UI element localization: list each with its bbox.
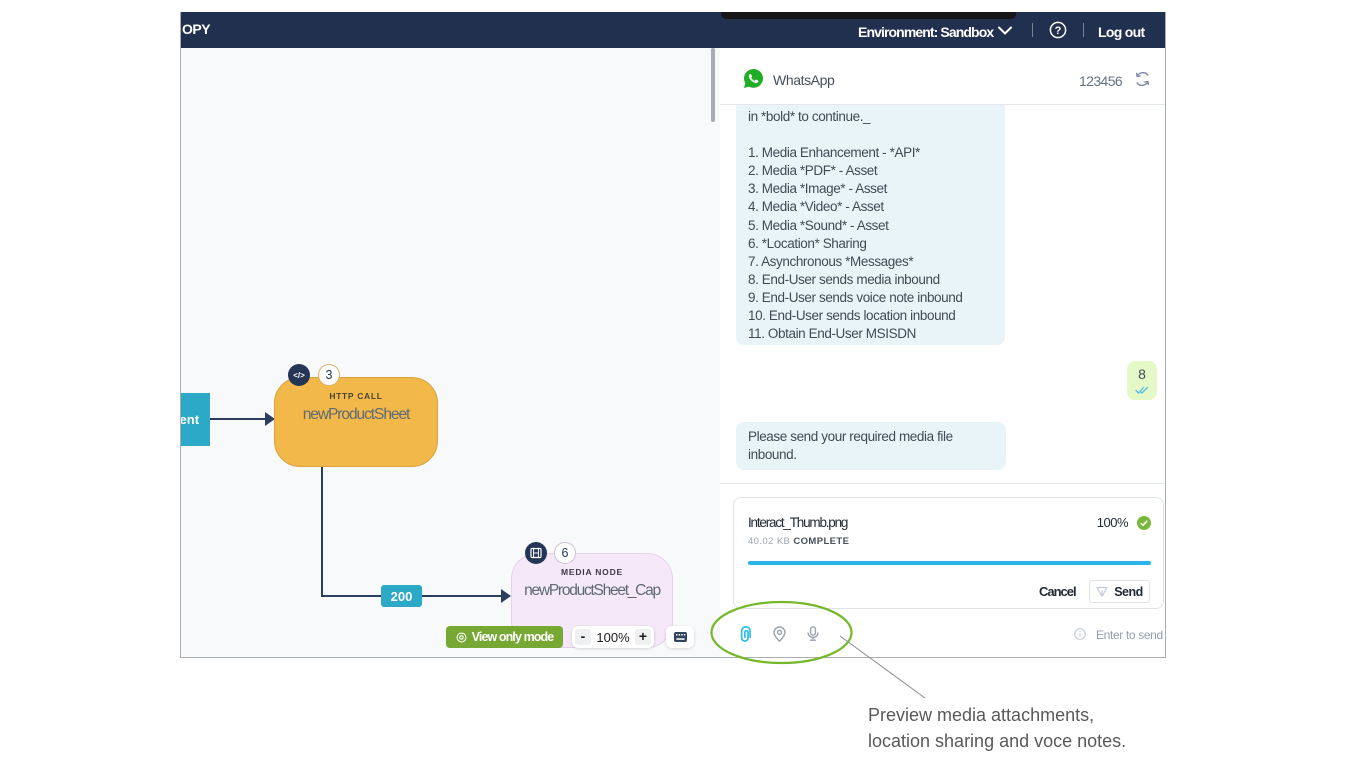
svg-text:?: ? [1055,25,1062,37]
